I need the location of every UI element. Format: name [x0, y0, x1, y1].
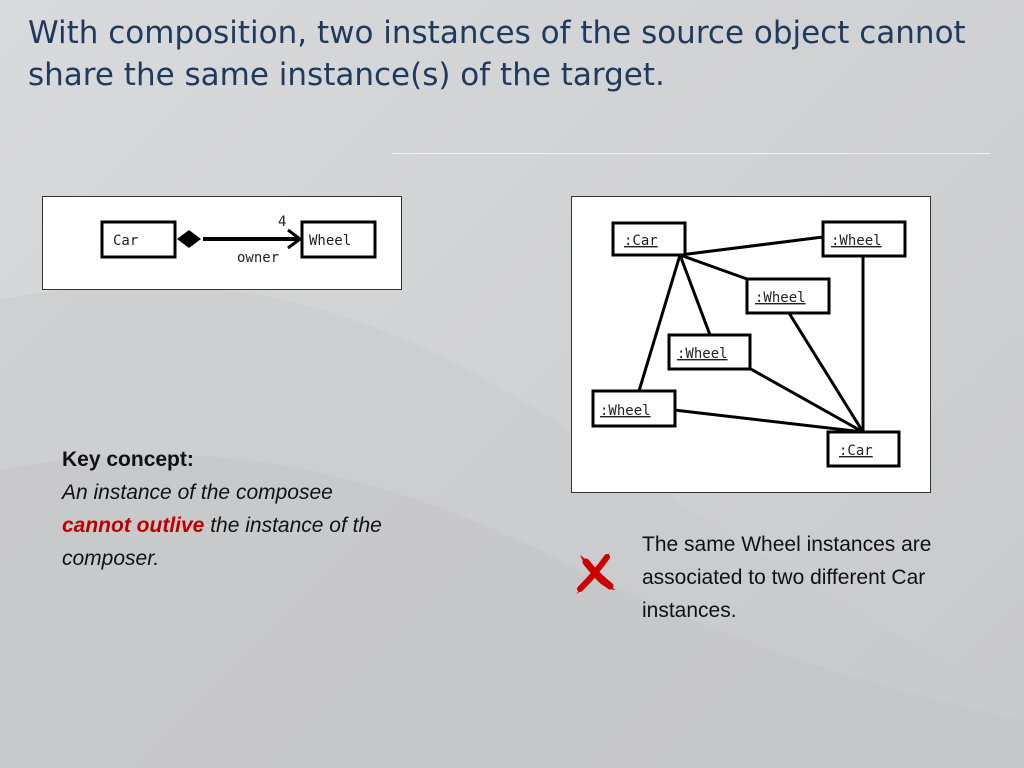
- wheel-object-4: [591, 389, 677, 428]
- multiplicity-label: 4: [278, 214, 286, 230]
- link-car1-wheel3: [678, 254, 712, 336]
- object-diagram-panel: :Car :Wheel :Wheel :Wheel :Wheel :Car: [571, 196, 931, 493]
- wheel-class-label: Wheel: [309, 233, 351, 249]
- wheel-object-2-label: :Wheel: [755, 290, 806, 306]
- wheel-object-1-label: :Wheel: [831, 233, 882, 249]
- car-object-2: [826, 430, 901, 468]
- link-car1-wheel1: [679, 235, 824, 257]
- wheel-object-2: [745, 277, 831, 315]
- link-car2-wheel3: [748, 366, 864, 434]
- car-object-1: [611, 221, 687, 257]
- class-diagram-panel: Car Wheel 4 owner: [42, 196, 402, 290]
- composition-diamond-icon: [177, 230, 201, 248]
- wheel-object-1: [821, 220, 907, 258]
- wheel-class-box: [300, 220, 377, 259]
- car-object-1-label: :Car: [624, 233, 658, 249]
- link-car2-wheel4: [673, 408, 864, 434]
- link-car2-wheel2: [787, 312, 865, 433]
- wheel-object-3-label: :Wheel: [677, 346, 728, 362]
- key-concept-text-before: An instance of the composee: [62, 481, 333, 504]
- link-car1-wheel2: [679, 253, 748, 281]
- car-class-box: [100, 220, 177, 259]
- class-diagram: Car Wheel 4 owner: [100, 214, 377, 266]
- link-car1-wheel4: [637, 254, 682, 392]
- cross-icon: [576, 552, 616, 594]
- note-text: The same Wheel instances are associated …: [642, 533, 932, 622]
- car-class-label: Car: [113, 233, 138, 249]
- object-diagram: :Car :Wheel :Wheel :Wheel :Wheel :Car: [591, 220, 907, 468]
- key-concept-heading: Key concept:: [62, 448, 194, 471]
- car-object-2-label: :Car: [839, 443, 873, 459]
- wheel-object-4-label: :Wheel: [600, 403, 651, 419]
- key-concept-text-after: the instance of the composer.: [62, 514, 382, 570]
- key-concept-body: An instance of the composee cannot outli…: [62, 476, 402, 575]
- key-concept-emphasis: cannot outlive: [62, 514, 205, 537]
- navigability-arrow-icon: [287, 228, 303, 250]
- wheel-object-3: [667, 333, 752, 371]
- title-divider: [392, 153, 990, 154]
- slide-title: With composition, two instances of the s…: [28, 15, 966, 93]
- role-label: owner: [237, 250, 279, 266]
- object-links: [637, 235, 865, 434]
- key-concept: Key concept: An instance of the composee…: [62, 443, 402, 575]
